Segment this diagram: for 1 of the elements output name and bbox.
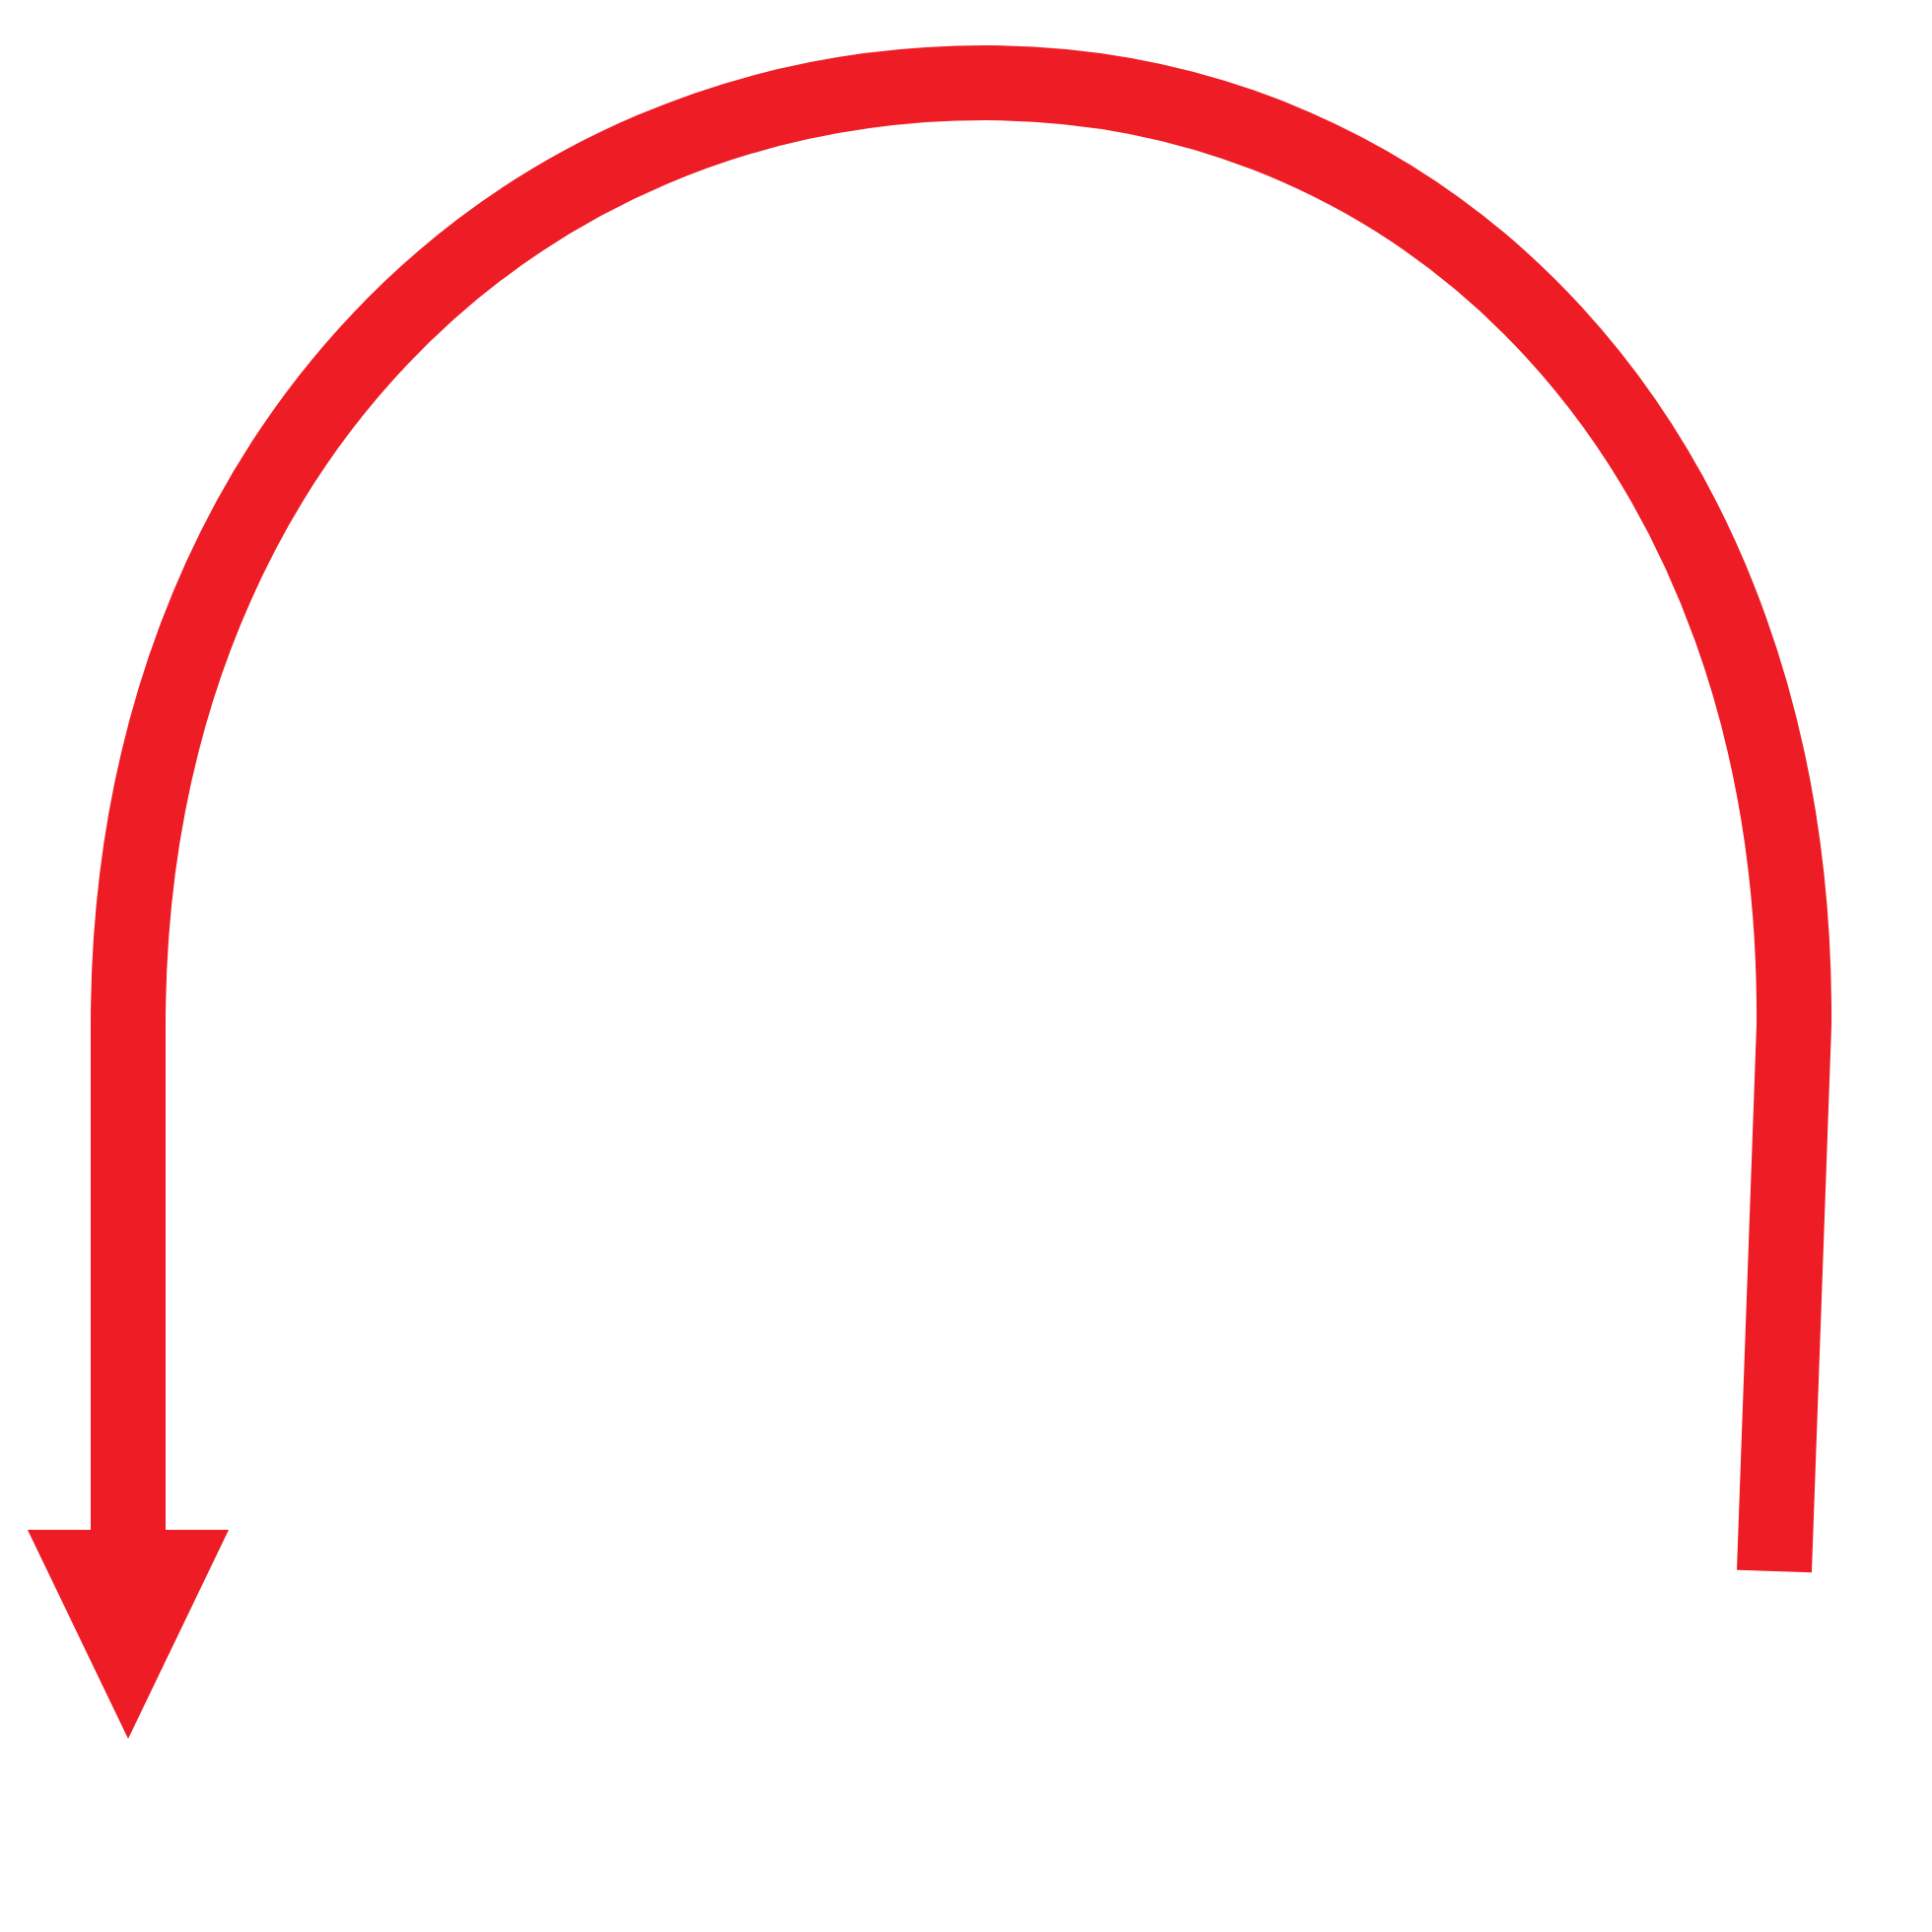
curved-arrow (28, 45, 1831, 1739)
